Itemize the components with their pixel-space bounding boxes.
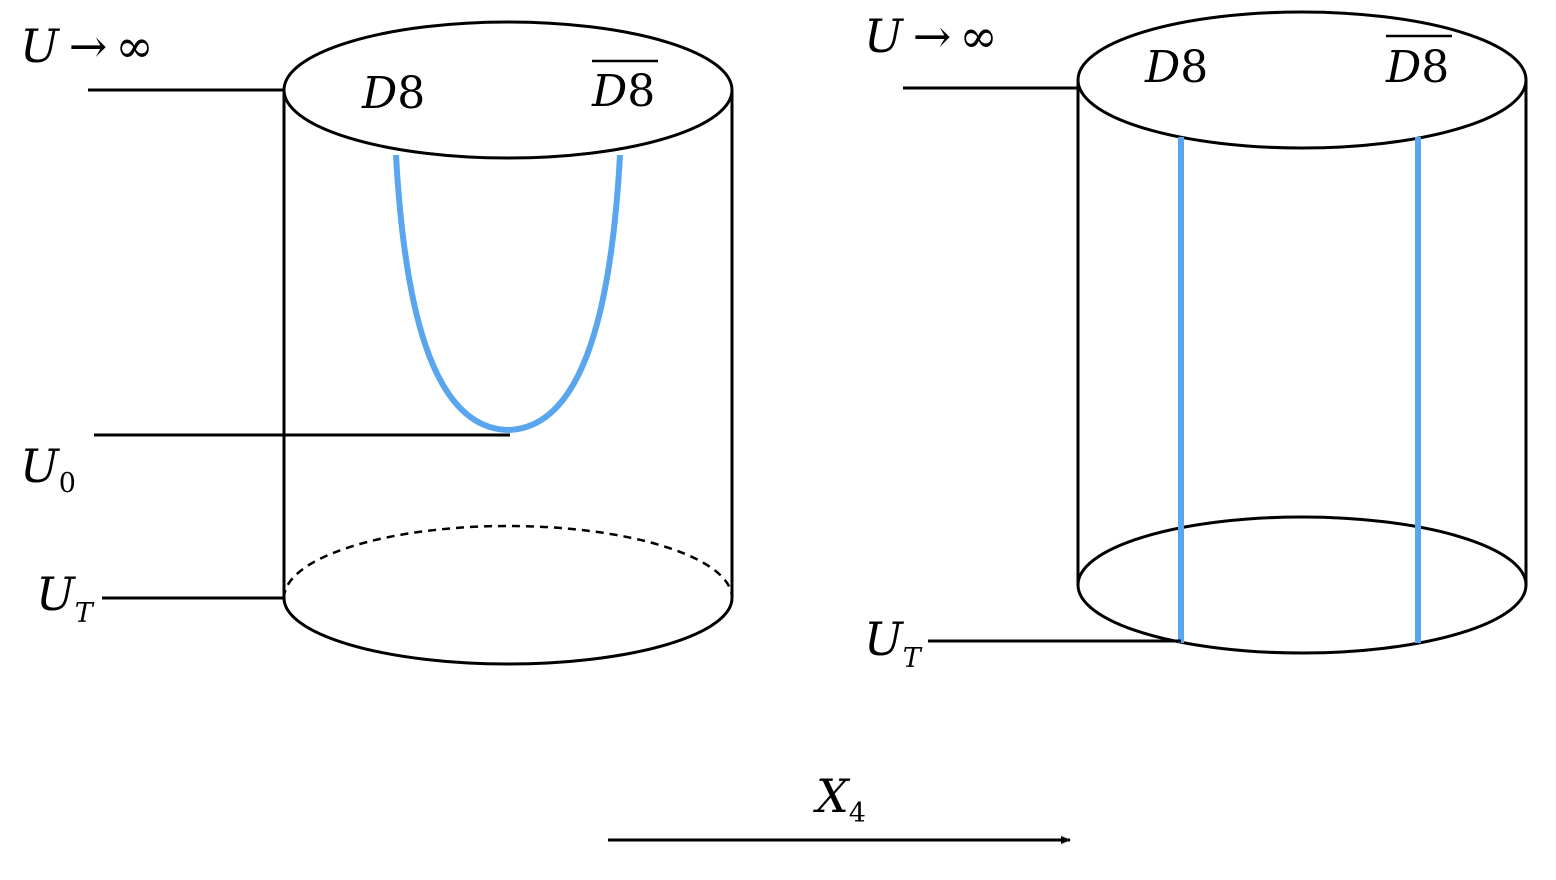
left-u-zero-label: U0 [20, 439, 76, 499]
left-d8-brane-curve [393, 154, 623, 434]
left-u-infinity-label: U→∞ [20, 19, 154, 73]
left-d8-bar-label: D8 [591, 66, 655, 117]
left-u-t-label: UT [36, 567, 95, 629]
left-cylinder-bottom-front-arc [282, 597, 734, 666]
right-cylinder [1076, 10, 1528, 655]
right-d8-bar-label: D8 [1385, 42, 1449, 93]
x4-axis-label: X4 [813, 769, 866, 829]
right-u-t-label: UT [864, 612, 923, 674]
left-cylinder [282, 20, 734, 666]
right-d8-label: D8 [1144, 42, 1208, 93]
right-cylinder-bottom-ellipse [1076, 515, 1528, 655]
left-cylinder-top-ellipse [282, 20, 734, 160]
left-cylinder-bottom-back-arc-dashed [282, 524, 734, 599]
left-d8-label: D8 [361, 68, 425, 119]
right-u-infinity-label: U→∞ [864, 9, 998, 63]
